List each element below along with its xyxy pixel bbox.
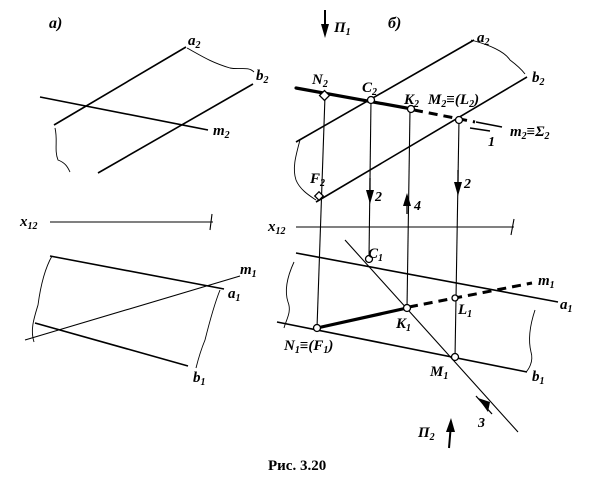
figure-caption: Рис. 3.20 [268,458,326,474]
label-b-L1: L1 [457,302,472,320]
label-b-b1: b1 [532,369,545,387]
link-N [316,95,326,329]
b-line-a2 [295,39,475,143]
arrow-4-up [403,193,411,214]
b-line-m1-solid [315,306,409,330]
link-K [406,109,411,309]
a-front-plane-edge-left [54,127,71,173]
a-line-m2 [39,96,209,131]
label-pi1: П1 [333,20,351,38]
label-a-b2: b2 [256,68,269,86]
b-front-plane-edge-left [293,139,317,201]
b-top-plane-edge-right [525,309,536,373]
a-top-plane-edge-left [31,255,53,343]
label-b-M2L2: M2≡(L2) [427,92,479,110]
label-a-m1: m1 [240,262,257,280]
point-C1 [364,254,374,264]
label-a-a2: a2 [188,33,201,51]
arrow-label-4: 4 [413,199,421,214]
arrow-2-left [366,178,374,204]
arrow-pi2 [446,418,455,449]
point-F2 [313,190,325,202]
label-part-a: а) [49,15,62,32]
label-b-a2: a2 [477,30,490,48]
arrow-label-1: 1 [488,135,495,150]
a-axis-tick [209,213,213,231]
point-N1 [312,323,322,333]
label-b-b2: b2 [532,70,545,88]
part-a [24,46,255,369]
point-N2 [318,89,331,102]
arrow-label-3: 3 [477,416,485,431]
point-M2 [454,115,464,125]
a-line-b2 [97,83,254,174]
b-line-b2 [315,76,528,203]
label-a-x12: x12 [19,214,38,232]
b-line-m1-dashed [408,281,533,309]
a-front-plane-edge [186,47,255,73]
point-K1 [402,303,412,313]
label-b-K1: K1 [395,316,411,334]
point-M1 [450,352,460,362]
b-line-m2-dashed [413,108,476,124]
label-b-a1: a1 [560,297,573,315]
label-a-b1: b1 [193,370,206,388]
part-b [276,10,559,449]
point-C2 [366,95,376,105]
arrow-2-right [454,170,462,196]
arrow-label-2-left: 2 [374,190,382,205]
label-b-K2: K2 [403,92,419,110]
a-line-b1 [34,322,189,367]
point-L1 [451,294,459,302]
label-a-a1: a1 [228,286,241,304]
b-diagonal-line [344,239,519,433]
label-b-C2: C2 [362,80,377,98]
b-top-plane-edge-left [283,261,295,329]
label-b-N2: N2 [311,72,328,90]
label-b-F2: F2 [309,171,325,189]
label-pi2: П2 [417,425,435,443]
a-line-a1 [49,255,225,290]
arrow-pi1 [321,10,329,38]
label-b-C1: C1 [368,246,383,264]
b-line-a1 [295,252,559,303]
label-part-b: б) [388,15,401,32]
point-K2 [406,104,416,114]
arrow-1 [469,127,491,132]
b-front-plane-edge-right [470,39,526,75]
arrow-label-2-right: 2 [463,177,471,192]
a-top-plane-edge-right [195,289,221,369]
arrow-3 [475,395,493,415]
label-b-m2S2: m2≡Σ2 [510,124,550,142]
label-a-m2: m2 [213,123,230,141]
label-b-x12: x12 [267,219,286,237]
label-b-m1: m1 [538,273,555,291]
b-line-m2-solid [294,86,414,111]
a-line-a2 [53,46,187,126]
a-line-m1 [24,275,241,341]
b-line-m2-tail [475,121,503,128]
label-b-N1F1: N1≡(F1) [283,338,333,356]
link-M [454,119,460,359]
label-b-M1: M1 [429,364,448,382]
text-labels: а) б) П1 a2 b2 m2 x12 m1 a1 b1 a2 b2 N2 … [19,15,573,474]
b-axis-tick [510,218,515,236]
